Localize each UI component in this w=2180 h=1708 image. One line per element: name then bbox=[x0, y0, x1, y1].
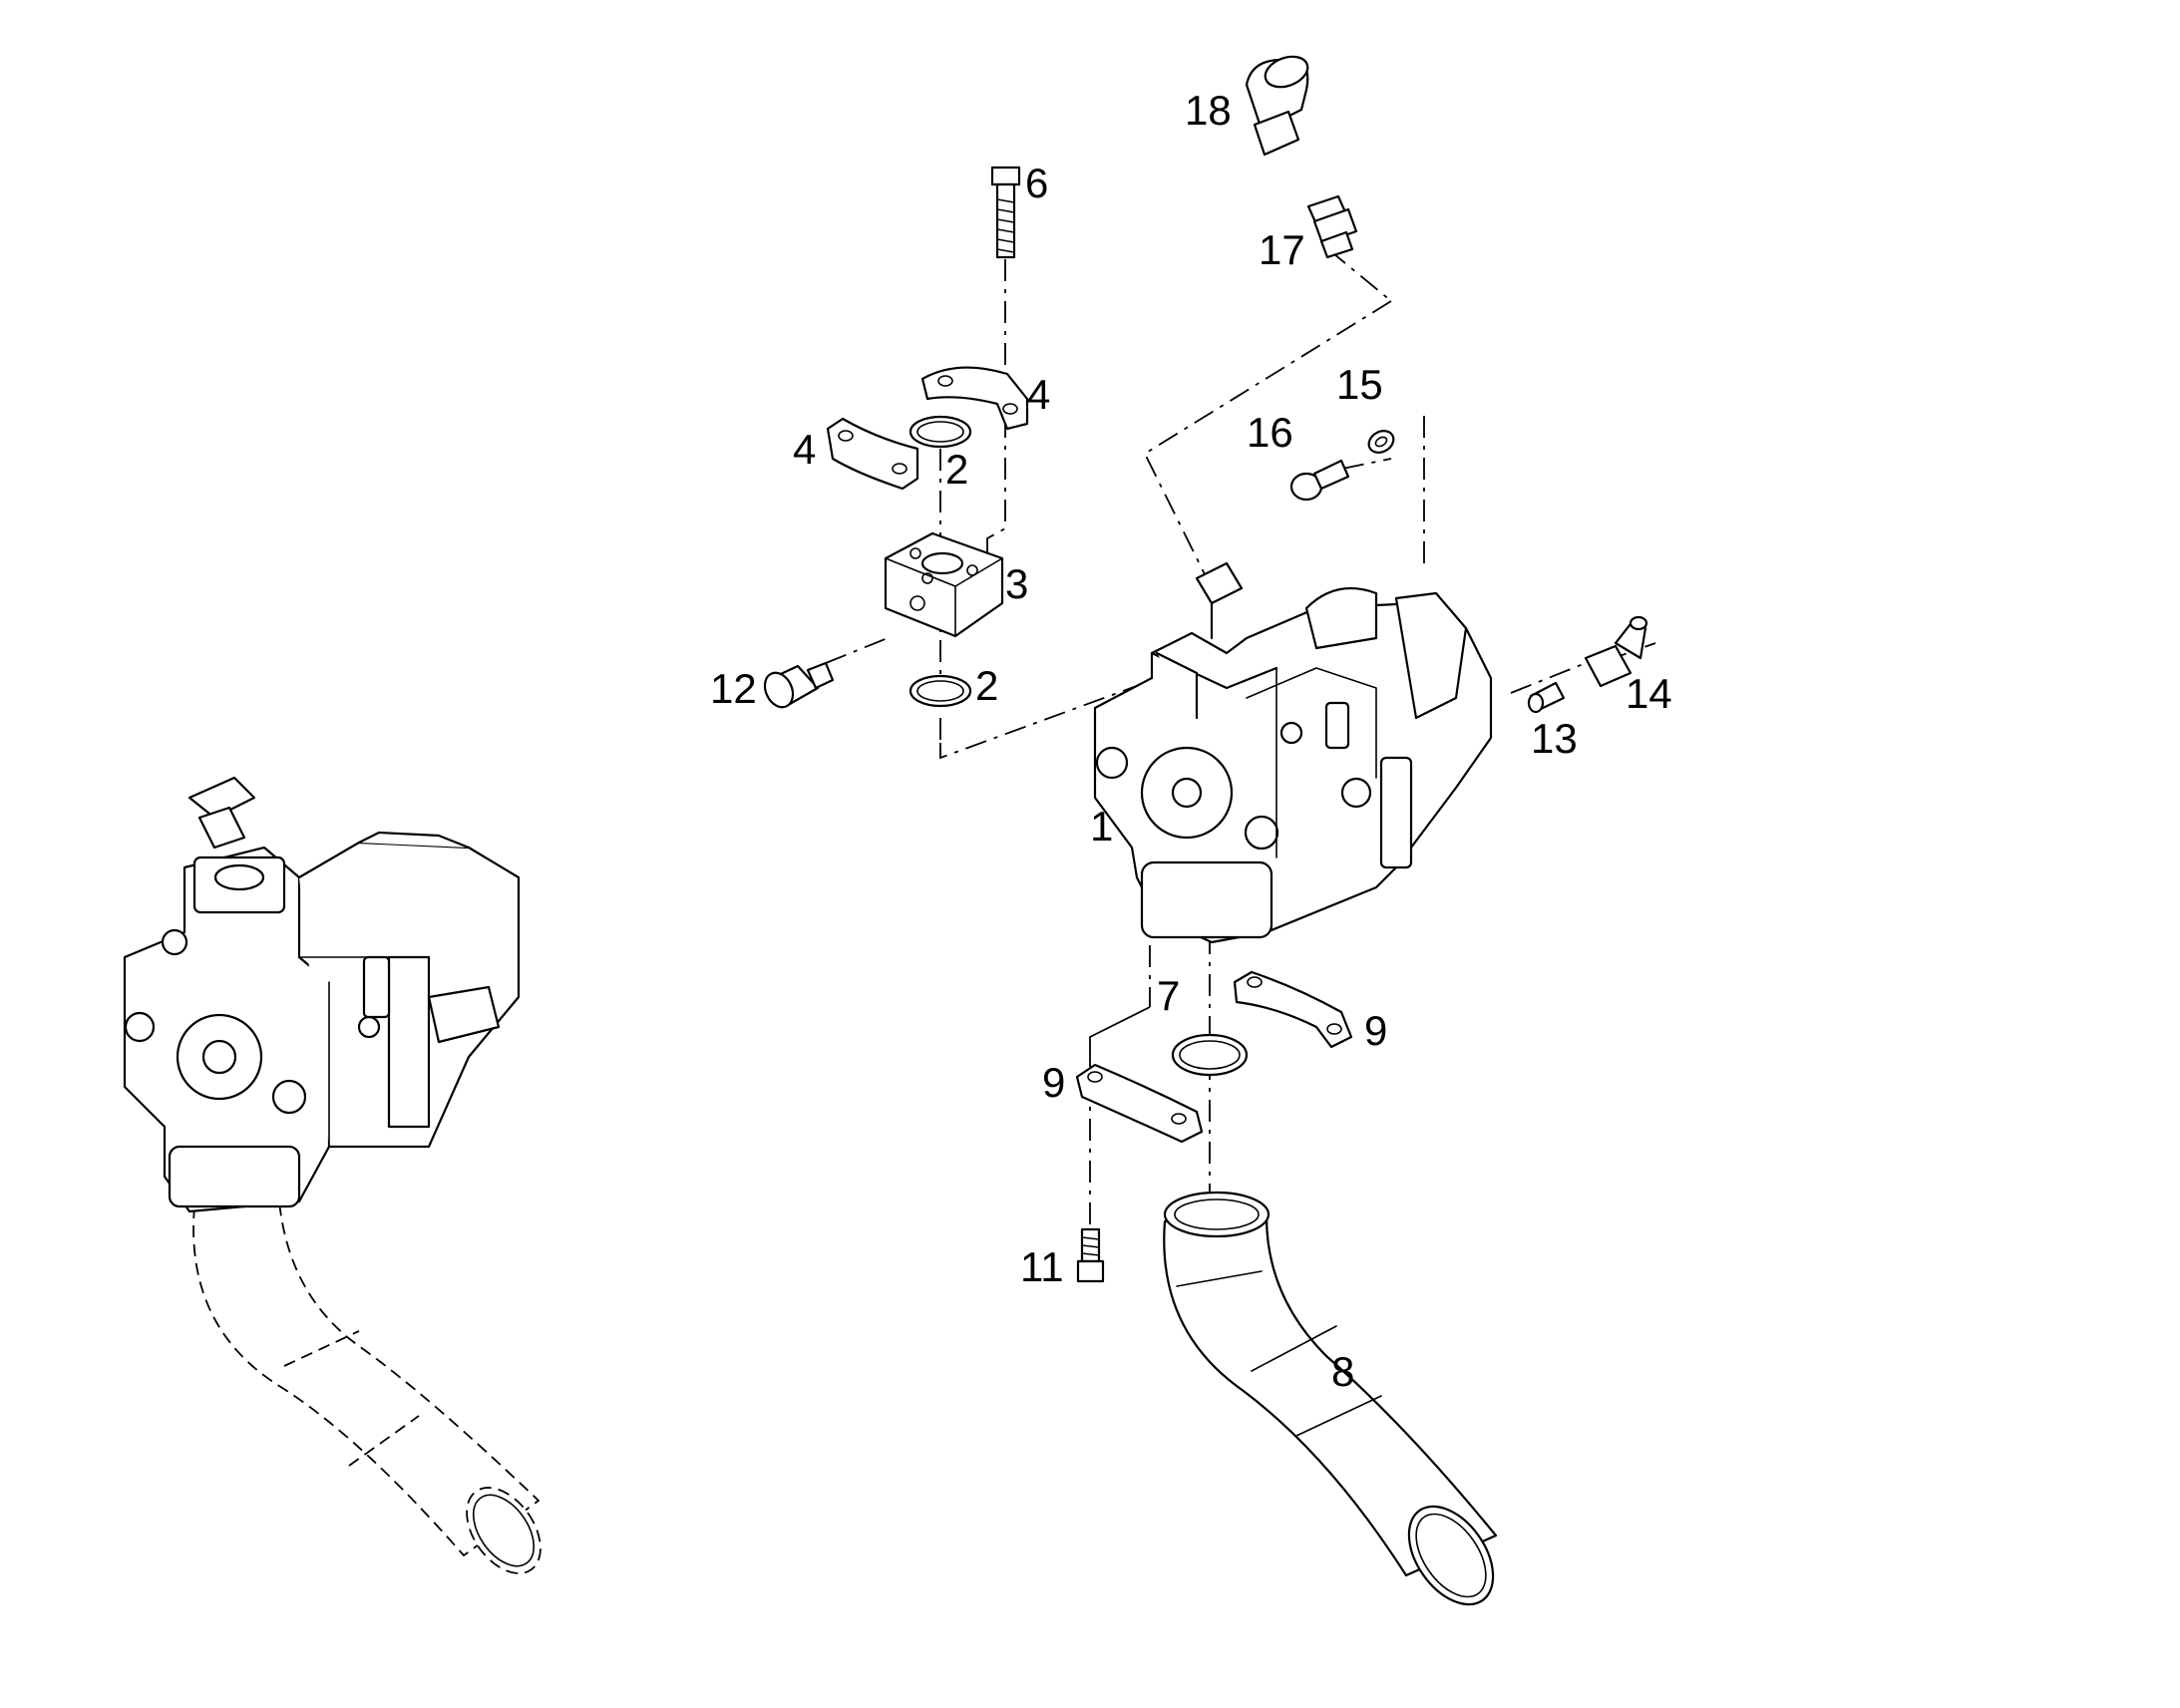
part-9-split-flange-right bbox=[1233, 970, 1353, 1049]
callout-labels: 6 18 17 15 16 4 4 2 3 12 2 1 14 13 7 9 9… bbox=[710, 87, 1672, 1395]
part-13-fitting bbox=[1527, 681, 1566, 714]
part-4-split-flange-upper bbox=[920, 366, 1029, 431]
callout-1: 1 bbox=[1090, 803, 1113, 850]
callout-2-lower: 2 bbox=[975, 662, 998, 709]
callout-8: 8 bbox=[1331, 1348, 1354, 1395]
callout-17: 17 bbox=[1259, 226, 1305, 273]
callout-4-lower: 4 bbox=[793, 426, 816, 473]
part-17-adapter bbox=[1306, 194, 1358, 259]
part-6-long-bolt bbox=[990, 166, 1021, 259]
callout-14: 14 bbox=[1626, 670, 1672, 717]
part-2-o-ring-upper bbox=[908, 415, 972, 449]
part-18-elbow-fitting bbox=[1245, 55, 1309, 157]
callout-11: 11 bbox=[1020, 1243, 1064, 1290]
callout-9-left: 9 bbox=[1042, 1059, 1065, 1106]
callout-15: 15 bbox=[1336, 361, 1383, 408]
callout-13: 13 bbox=[1531, 715, 1578, 762]
callout-18: 18 bbox=[1185, 87, 1232, 134]
part-15-washer bbox=[1367, 430, 1395, 454]
callout-6: 6 bbox=[1025, 160, 1048, 206]
callout-12: 12 bbox=[710, 665, 757, 712]
part-1-pump-body bbox=[1093, 561, 1493, 944]
part-14-elbow-fitting bbox=[1584, 615, 1648, 688]
callout-4-upper: 4 bbox=[1027, 371, 1050, 418]
callout-2-upper: 2 bbox=[945, 446, 968, 493]
assembled-pump-view bbox=[123, 776, 542, 1574]
callout-9-right: 9 bbox=[1364, 1007, 1387, 1054]
part-11-bolt bbox=[1076, 1227, 1105, 1283]
assembled-pump-body bbox=[123, 776, 521, 1213]
part-7-o-ring bbox=[1171, 1033, 1249, 1077]
part-3-flange-block bbox=[884, 531, 1004, 638]
part-9-split-flange-left bbox=[1075, 1063, 1204, 1144]
part-16-short-bolt bbox=[1289, 459, 1350, 502]
assembled-hose-ghost bbox=[192, 1200, 542, 1574]
callout-7: 7 bbox=[1157, 972, 1180, 1019]
part-8-elbow-hose bbox=[1163, 1191, 1498, 1606]
part-4-split-flange-lower bbox=[826, 417, 919, 491]
callout-3: 3 bbox=[1005, 560, 1028, 607]
part-12-plug-fitting bbox=[763, 661, 835, 709]
callout-16: 16 bbox=[1247, 409, 1293, 456]
part-2-o-ring-lower bbox=[908, 674, 972, 708]
